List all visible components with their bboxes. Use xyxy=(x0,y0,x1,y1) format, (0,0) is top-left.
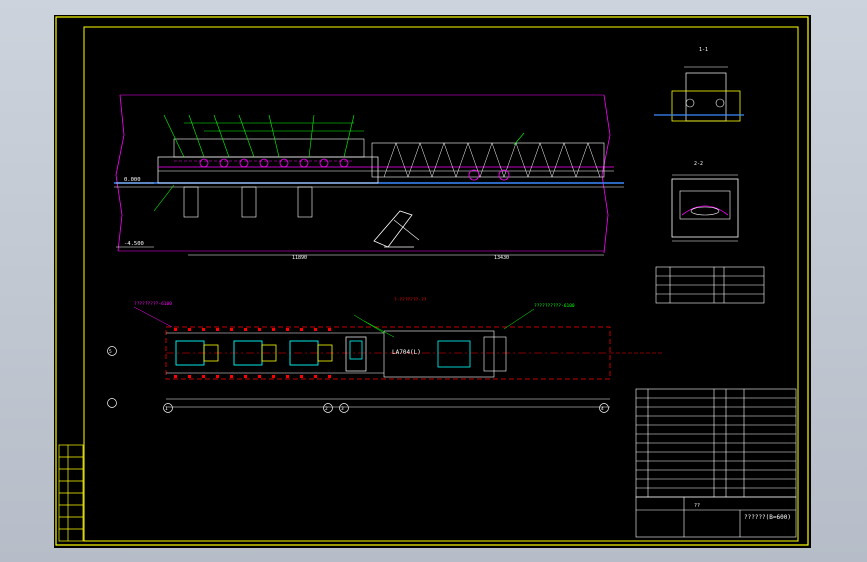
axis-label-5: 5 xyxy=(109,349,112,355)
elevation-top-label: 0.000 xyxy=(124,177,141,183)
cad-drawing: 11890 13430 0.000 -4.500 1-1 2-2 xyxy=(55,16,809,546)
inner-frame xyxy=(83,26,799,542)
section-view-1: 1-1 xyxy=(654,47,744,122)
title-block xyxy=(635,496,797,538)
section-1-label: 1-1 xyxy=(699,47,708,53)
note-red: ?-???????-?? xyxy=(394,297,427,303)
parts-table-small xyxy=(655,266,765,304)
plan-label: LA704(L) xyxy=(392,349,421,356)
elevation-view: 11890 13430 0.000 -4.500 xyxy=(114,94,624,261)
section-view-2: 2-2 xyxy=(671,161,739,242)
plan-view: LA704(L) ?????????-6100 ?-???????-?? ???… xyxy=(107,297,664,413)
axis-label-3: 3 xyxy=(341,406,344,412)
elevation-bottom-label: -4.500 xyxy=(124,241,144,247)
outer-frame xyxy=(55,16,809,546)
note-left: ?????????-6100 xyxy=(134,301,172,307)
drawing-sheet: 11890 13430 0.000 -4.500 1-1 2-2 xyxy=(54,15,811,548)
note-right: ??????????-6100 xyxy=(534,303,575,309)
revision-table xyxy=(58,444,84,542)
title-block-mid-label: ?? xyxy=(694,503,700,509)
axis-label-4: 4 xyxy=(601,406,604,412)
section-2-label: 2-2 xyxy=(694,161,703,167)
svg-text:13430: 13430 xyxy=(494,255,509,261)
axis-label-1: 1 xyxy=(165,406,168,412)
bom-table xyxy=(635,388,797,498)
axis-label-2: 2 xyxy=(325,406,328,412)
title-block-title: ??????(B=600) xyxy=(744,514,791,521)
svg-text:11890: 11890 xyxy=(292,255,307,261)
